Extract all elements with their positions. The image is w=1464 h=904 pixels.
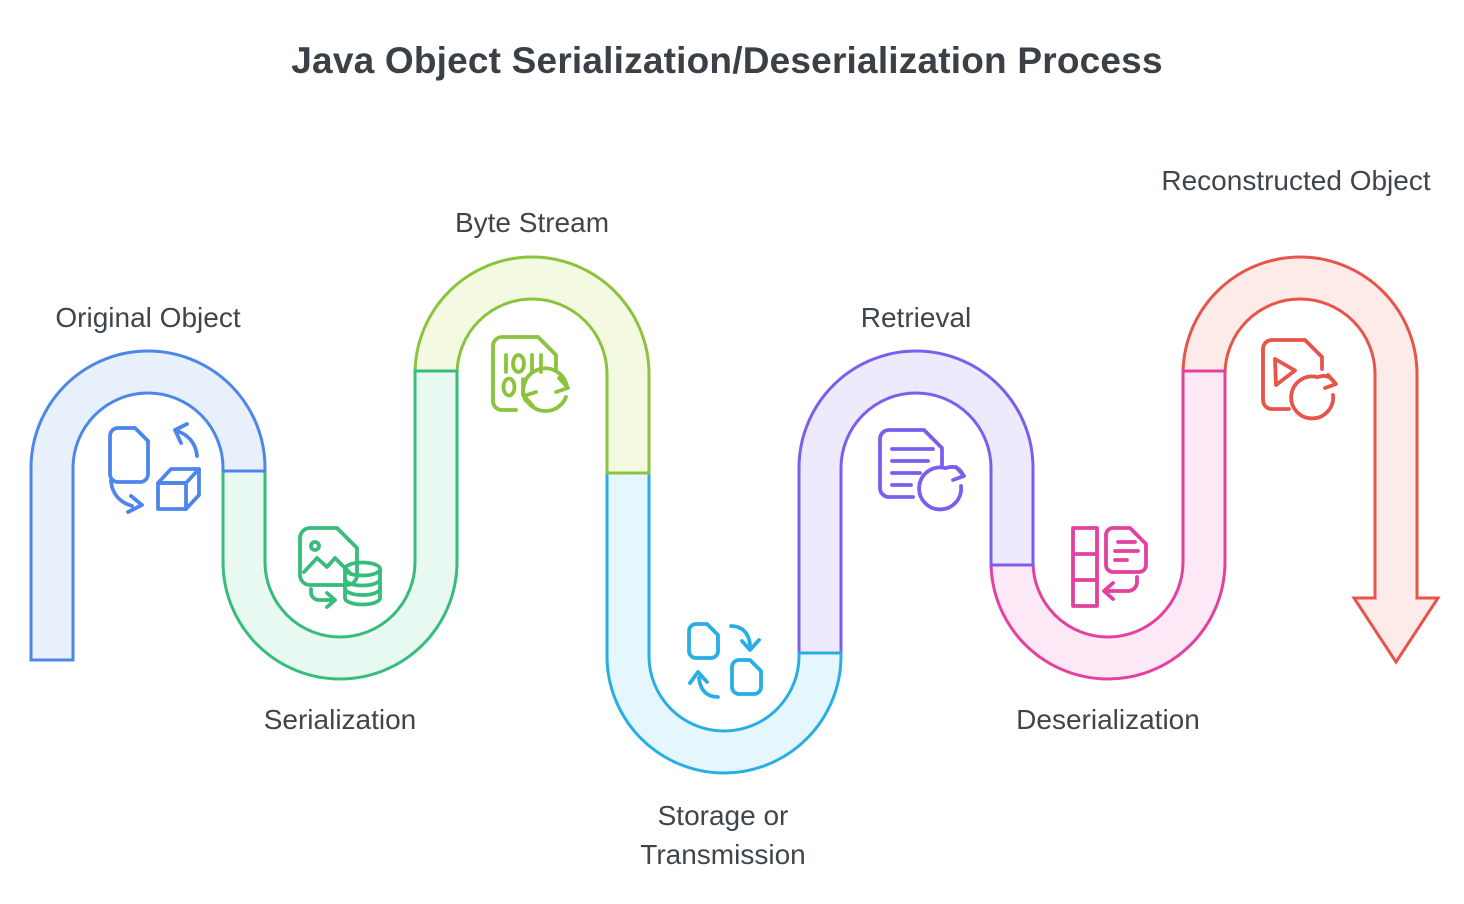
- stage-label-byte-stream: Byte Stream: [454, 207, 610, 238]
- stage-label-reconstructed-object: Reconstructed Object: [1161, 165, 1431, 196]
- stage-band-byte-stream: [413, 255, 651, 475]
- object-to-document-icon: [108, 422, 201, 514]
- document-play-refresh-icon: [1261, 338, 1338, 421]
- stage-band-reconstructed-object: [1181, 255, 1441, 665]
- stage-label-retrieval: Retrieval: [860, 302, 972, 333]
- diagram-title: Java Object Serialization/Deserializatio…: [291, 40, 1163, 81]
- stage-label-storage-or-transmission: Storage or Transmission: [640, 800, 806, 870]
- stage-band-deserialization: [989, 369, 1227, 681]
- stage-band-original-object: [29, 349, 267, 662]
- image-file-to-database-icon: [298, 526, 382, 609]
- stage-band-storage-or-transmission: [605, 468, 843, 775]
- stage-band-serialization: [221, 369, 459, 681]
- document-refresh-icon: [878, 428, 966, 512]
- table-to-document-icon: [1071, 526, 1148, 608]
- stage-band-retrieval: [797, 349, 1035, 658]
- documents-cycle-icon: [687, 622, 763, 699]
- stage-label-serialization: Serialization: [263, 704, 417, 735]
- stage-label-original-object: Original Object: [55, 302, 241, 333]
- stage-label-deserialization: Deserialization: [1016, 704, 1200, 735]
- binary-file-sync-icon: [491, 335, 570, 413]
